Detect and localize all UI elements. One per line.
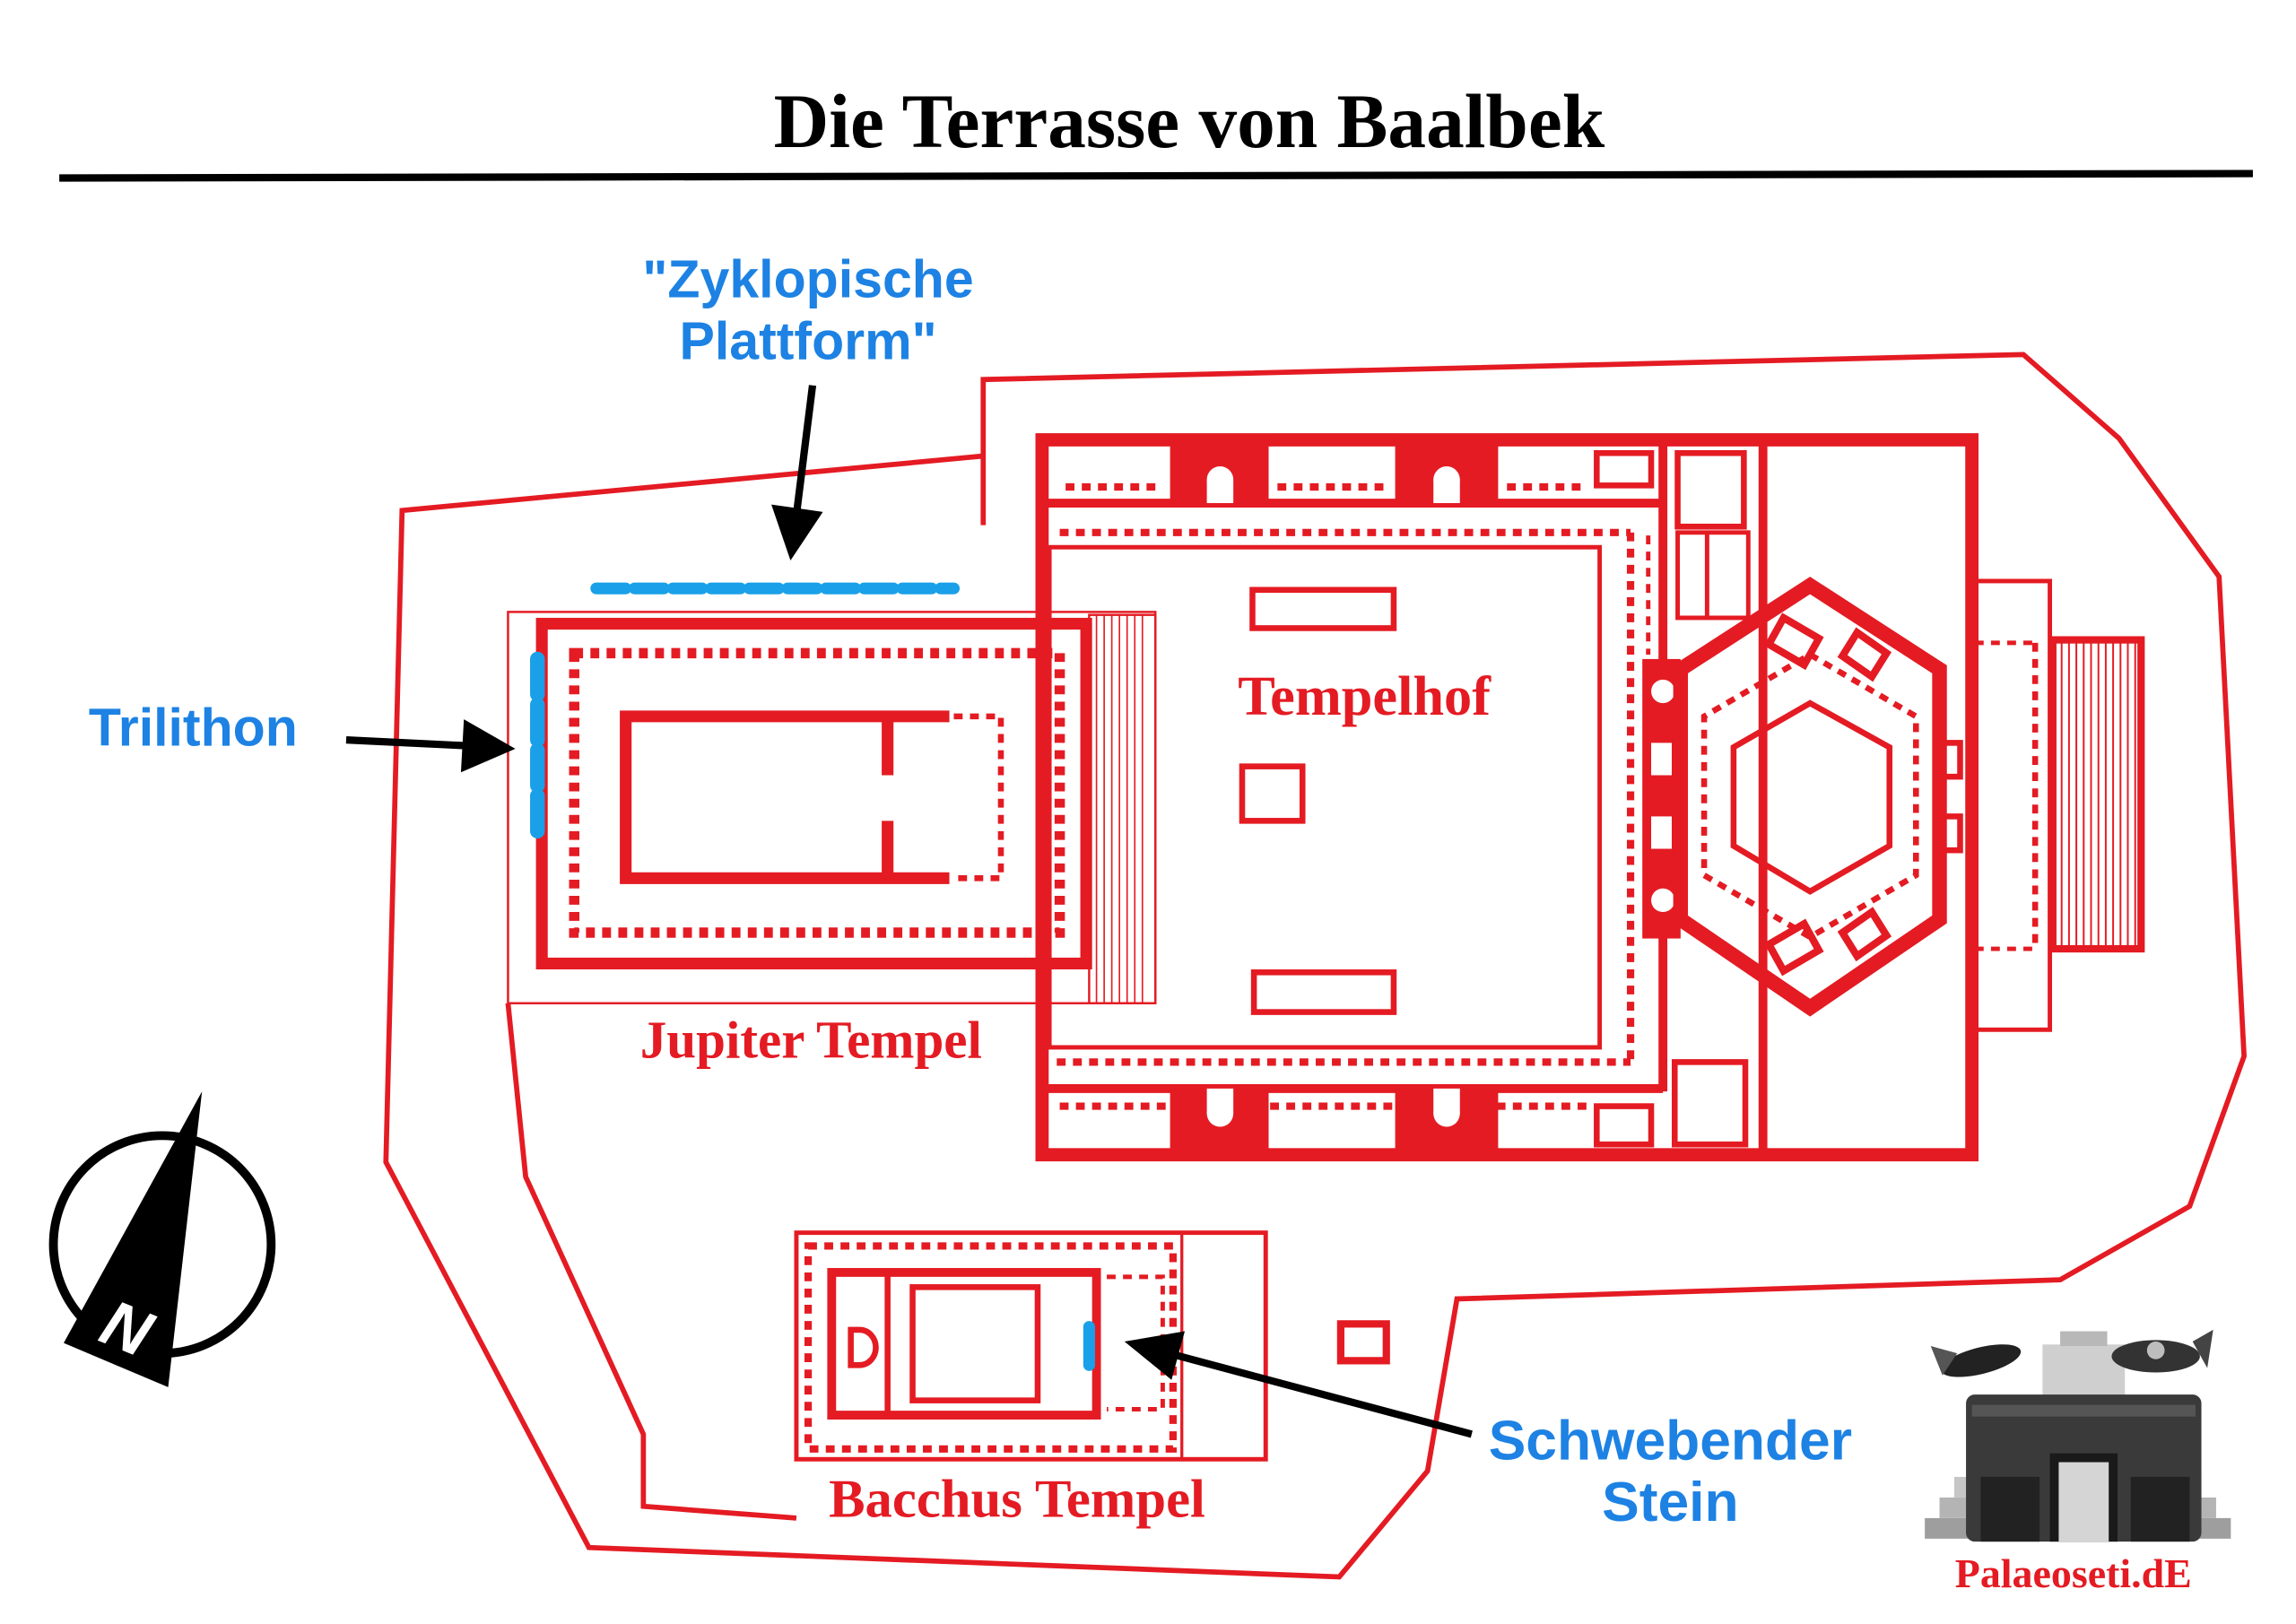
court-basin-south [1250, 969, 1397, 1015]
north-exedra-opening [1206, 479, 1234, 504]
north-room [1594, 449, 1655, 489]
hexagon-exedra [1763, 612, 1824, 671]
hexagon-outer-wall [1673, 577, 1947, 1017]
bacchus-cella-wall [827, 1268, 1101, 1420]
logo-spaceship-right-wing [2192, 1329, 2213, 1368]
cyclopean-platform-label-line2: Plattform" [679, 311, 936, 370]
hexagon-east-niche [1936, 740, 1963, 780]
hexagon-exedra [1837, 907, 1892, 962]
hexagon-west-niche [1651, 816, 1672, 849]
hexagon-exedra [1763, 918, 1824, 977]
hexagon-colonnade [1700, 651, 1919, 941]
jupiter-colonnade [569, 647, 1065, 938]
bacchus-colonnade [804, 1242, 1177, 1453]
jupiter-pronaos-columns [953, 713, 1004, 881]
propylaea-stairs [2060, 642, 2136, 950]
arrow-shaft [1173, 1350, 1473, 1438]
logo-pyramid-top [2042, 1344, 2126, 1398]
arrow-shaft [345, 736, 469, 750]
jupiter-temple [507, 611, 1157, 1004]
arrow-to-trilithon [345, 719, 516, 773]
logo-pyramid-cap [2060, 1331, 2108, 1346]
jupiter-stairs-frame [1088, 613, 1157, 1004]
pyramid-spaceship-logo-icon [1925, 1329, 2231, 1542]
southeast-room [1671, 1059, 1749, 1148]
logo-pillar [1980, 1476, 2040, 1542]
hexagonal-court [1642, 577, 1963, 1017]
terrace-outline [383, 352, 2247, 1580]
compass-needle [64, 1091, 203, 1387]
south-exedra-opening [1433, 1088, 1460, 1114]
logo-text: Palaeoseti.dE [1955, 1550, 2192, 1596]
hexagon-west-niche [1651, 743, 1672, 776]
terrace-inner-edge [505, 1003, 797, 1521]
arrow-to-cyclopean-platform [771, 385, 823, 560]
hexagon-east-niche [1936, 813, 1963, 854]
arrow-shaft [792, 385, 817, 516]
jupiter-temple-label: Jupiter Tempel [640, 1010, 982, 1069]
page-title: Die Terrasse von Baalbek [774, 80, 1605, 164]
propylaea-hall [1970, 578, 2053, 1032]
jupiter-stairs [1095, 614, 1144, 1003]
logo-spaceship-left-fin [1930, 1345, 1958, 1376]
hexagon-inner-court [1730, 699, 1893, 895]
logo-spaceship-left [1940, 1344, 2022, 1377]
arrow-head [460, 719, 516, 773]
north-exedra-opening [1433, 479, 1460, 504]
tempelhof-complex [1035, 433, 1979, 1162]
logo-doorway-steps [2058, 1462, 2109, 1542]
cyclopean-platform-label-line1: "Zyklopische [642, 249, 973, 308]
tempelhof-label: Tempelhof [1238, 665, 1492, 727]
arrow-head [1124, 1331, 1186, 1380]
jupiter-cella [620, 710, 950, 884]
bacchus-podium [794, 1230, 1268, 1462]
north-arrow-icon: N [48, 1091, 276, 1387]
hexagon-west-niche [1651, 679, 1675, 704]
logo-roof-band [1971, 1404, 2196, 1417]
northeast-room [1675, 530, 1751, 621]
small-foundation [1336, 1320, 1390, 1365]
northeast-room [1674, 449, 1747, 530]
hexagon-west-niche [1651, 888, 1675, 913]
court-altar [1239, 763, 1306, 824]
court-basin-north [1249, 586, 1397, 631]
bacchus-apse [848, 1326, 879, 1368]
arrow-head [771, 504, 823, 560]
floating-stone-label-line1: Schwebender [1489, 1410, 1852, 1472]
floating-stone-label-line2: Stein [1602, 1472, 1738, 1533]
bacchus-temple-label: Bacchus Tempel [829, 1469, 1205, 1529]
hexagon-exedra [1837, 627, 1892, 682]
propylaea [1970, 578, 2145, 1032]
south-room [1594, 1103, 1655, 1148]
logo-pillar [2130, 1476, 2190, 1542]
trilithon-label: Trilithon [89, 699, 298, 758]
bacchus-temple [794, 1230, 1268, 1462]
arrow-to-floating-stone [1124, 1331, 1473, 1438]
logo-spaceship-right-dome [2146, 1342, 2165, 1359]
south-exedra-opening [1206, 1088, 1234, 1114]
tempelhof-court [1047, 544, 1603, 1050]
title-rule [59, 169, 2253, 182]
propylaea-stairs-frame [2048, 636, 2145, 953]
bacchus-cella-interior [909, 1284, 1041, 1403]
